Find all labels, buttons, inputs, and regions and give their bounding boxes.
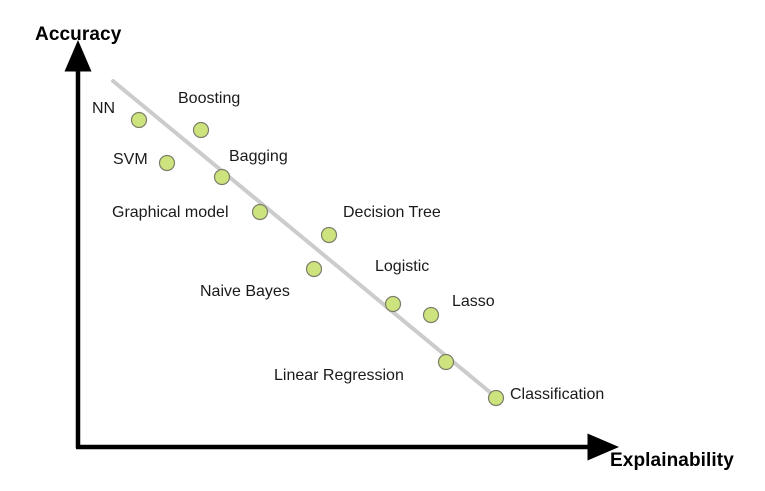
data-point-marker[interactable] xyxy=(487,389,505,407)
axis-group xyxy=(64,40,619,461)
data-point-label: Decision Tree xyxy=(343,204,441,221)
data-point-marker[interactable] xyxy=(320,226,338,244)
data-point-label: Bagging xyxy=(229,148,288,165)
data-point-marker[interactable] xyxy=(251,203,269,221)
data-point-marker[interactable] xyxy=(305,260,323,278)
data-point-label: Graphical model xyxy=(112,204,229,221)
data-point-marker[interactable] xyxy=(384,295,402,313)
data-point-label: Naive Bayes xyxy=(200,283,290,300)
data-point-marker[interactable] xyxy=(213,168,231,186)
data-point-label: Lasso xyxy=(452,293,495,310)
trend-line-group xyxy=(111,79,499,400)
data-point-marker[interactable] xyxy=(130,111,148,129)
y-axis-title: Accuracy xyxy=(35,24,122,45)
trend-line xyxy=(111,79,499,400)
data-point-label: Classification xyxy=(510,386,605,403)
data-point-label: Boosting xyxy=(178,90,241,107)
x-axis-title: Explainability xyxy=(610,450,734,471)
data-point-marker[interactable] xyxy=(422,306,440,324)
data-point-label: NN xyxy=(92,100,116,117)
data-point-marker[interactable] xyxy=(192,121,210,139)
data-point-label: SVM xyxy=(113,151,148,168)
data-point-label: Linear Regression xyxy=(274,367,404,384)
data-point-label: Logistic xyxy=(375,258,430,275)
data-point-marker[interactable] xyxy=(158,154,176,172)
data-point-marker[interactable] xyxy=(437,353,455,371)
data-point-markers xyxy=(130,111,505,407)
